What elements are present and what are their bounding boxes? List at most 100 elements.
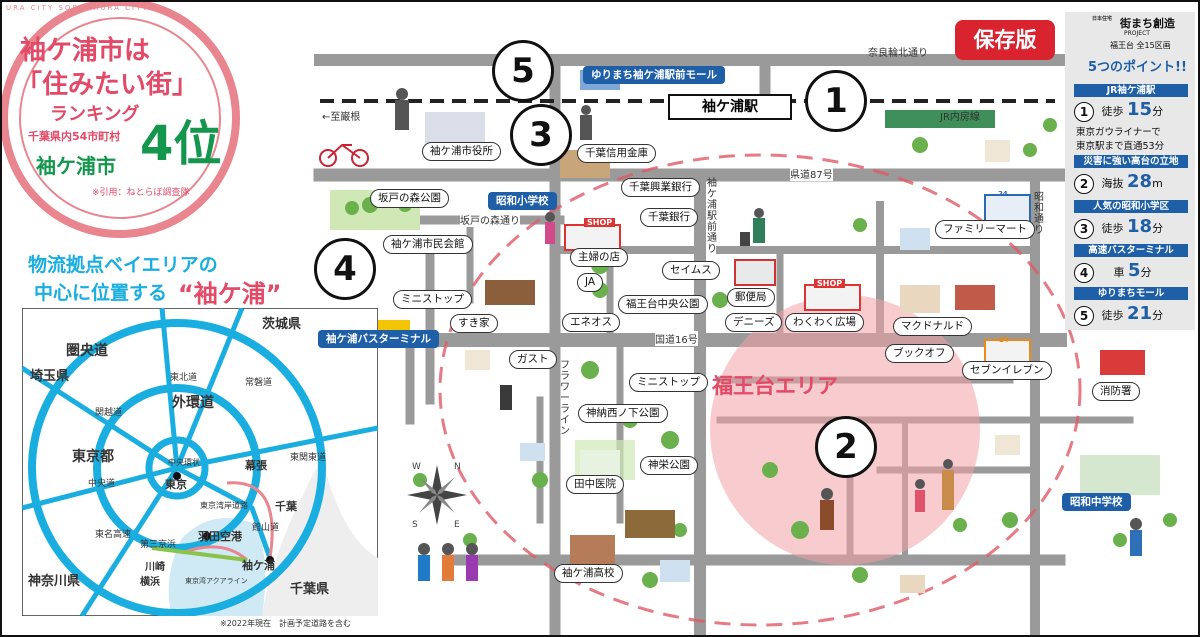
compass-e: E [454,520,460,530]
point-row-5: 5 徒歩 21分 [1074,303,1188,326]
compass-s: S [412,520,418,530]
point-head: 人気の昭和小学区 [1074,200,1188,213]
poi-label[interactable]: 袖ケ浦市民会館 [383,235,473,254]
minimap-label: 東北道 [170,373,198,383]
poi-label[interactable]: 千葉信用金庫 [577,144,656,163]
poi-label[interactable]: エネオス [562,313,620,332]
minimap-label: 埼玉県 [30,369,70,384]
minimap-label: 東京湾岸道路 [200,501,248,510]
project-maker: 日本住宅 [1092,16,1113,22]
minimap-label: 外環道 [172,395,214,411]
poi-label[interactable]: セブンイレブン [962,361,1052,380]
minimap-label: 川崎 [145,562,165,573]
pin-2[interactable]: 2 [815,416,877,478]
minimap-label: 千葉 [275,500,297,513]
poi-label[interactable]: 郵便局 [727,288,775,307]
minimap-label: 中央道 [88,479,116,489]
point-head: 高速バスターミナル [1074,244,1188,257]
poi-label[interactable]: 坂戸の森公園 [370,189,449,208]
poi-label[interactable]: デニーズ [725,313,783,332]
minimap-label: 東関東道 [290,453,327,463]
bus-terminal-label[interactable]: 袖ケ浦バスターミナル [318,330,439,348]
poi-label[interactable]: 千葉銀行 [640,208,698,227]
store-number: 24 [998,190,1008,198]
road-label: JR内房線 [940,112,980,123]
rank-title-1: 袖ケ浦市は [20,36,151,66]
road-label: 袖ケ浦駅前通り [707,178,717,255]
rank-sub: 千葉県内54市町村 [28,130,121,143]
poi-label[interactable]: JA [577,273,604,292]
rank-position: 4位 [140,116,222,172]
poi-label[interactable]: 千葉興業銀行 [621,178,700,197]
project-title: 街まち創造 [1120,17,1175,30]
poi-label[interactable]: ガスト [509,350,557,369]
project-sub: PROJECT [1124,30,1150,37]
poi-label[interactable]: マクドナルド [893,317,972,336]
compass-w: W [412,462,421,472]
minimap-label: 中央環状 [168,458,200,467]
poi-label[interactable]: わくわく広場 [785,313,864,332]
minimap-label: 袖ケ浦 [242,559,275,572]
pin-5[interactable]: 5 [492,40,554,102]
poi-label[interactable]: セイムス [662,261,720,280]
compass-n: N [454,462,461,472]
points-title: 5つのポイント!! [1088,60,1187,75]
poi-label[interactable]: 袖ケ浦市役所 [422,142,501,161]
point-row-4: 4 車 5分 [1074,260,1188,283]
minimap-label: 東京湾アクアライン [185,577,248,585]
minimap-label: 幕張 [245,459,267,472]
minimap-label: 横浜 [140,577,160,588]
point-head: JR袖ケ浦駅 [1074,84,1188,97]
road-label: 昭和通り [1034,192,1044,236]
point-note: 東京ガウライナーで [1076,127,1161,138]
pin-1[interactable]: 1 [805,70,867,132]
point-num: 1 [1074,102,1094,122]
road-label: 県道87号 [790,166,833,181]
point-row-1: 1 徒歩 15分 [1074,99,1188,122]
poi-label[interactable]: 消防署 [1092,382,1140,401]
point-row-2: 2 海抜 28m [1074,171,1188,194]
road-label: 国道16号 [655,331,698,346]
minimap-label: 東京 [165,478,187,491]
shop-sign: SHOP [584,218,616,227]
shop-sign: SHOP [814,279,846,288]
poi-label[interactable]: 神納西ノ下公園 [578,404,668,423]
store-number: 24 [999,336,1009,344]
pin-3[interactable]: 3 [510,104,572,166]
road-label: ←至巌根 [322,112,361,123]
minimap-note: ※2022年現在 計画予定道路を含む [220,619,352,628]
poi-label[interactable]: 袖ケ浦高校 [554,564,623,583]
school-label[interactable]: 昭和小学校 [488,192,557,210]
minimap-label: 館山道 [252,523,280,533]
road-label: フラワーライン [560,360,570,437]
poi-label[interactable]: ブックオフ [885,344,954,363]
road-label: 奈良輪北通り [868,48,928,59]
poi-label[interactable]: すき家 [450,314,498,333]
seal-ring-text: URA CITY SODEGAURA CITY [6,4,149,12]
minimap-label: 茨城県 [262,317,302,332]
region-minimap [22,308,378,616]
pin-4[interactable]: 4 [314,238,376,300]
poi-label[interactable]: ミニストップ [629,373,708,392]
minimap-label: 千葉県 [290,582,330,597]
rank-title-2: 「住みたい街」 [16,70,199,100]
minimap-label: 神奈川県 [28,574,81,589]
project-area: 福王台 全15区画 [1110,41,1171,50]
poi-label[interactable]: 田中医院 [566,475,624,494]
rank-title-3: ランキング [50,104,140,125]
rank-source: ※引用：ねとらぼ調査隊 [92,188,190,198]
poi-label[interactable]: 神栄公園 [640,456,698,475]
rank-city: 袖ケ浦市 [36,154,116,178]
poi-label[interactable]: 主婦の店 [570,248,628,267]
station-label[interactable]: 袖ケ浦駅 [668,94,792,120]
minimap-label: 圏央道 [66,343,108,359]
point-row-3: 3 徒歩 18分 [1074,216,1188,239]
junior-high-label[interactable]: 昭和中学校 [1062,493,1131,511]
poi-label[interactable]: ミニストップ [393,290,472,309]
mall-label[interactable]: ゆりまち袖ケ浦駅前モール [583,66,725,84]
poi-label[interactable]: ファミリーマート [935,220,1035,239]
logistics-line-1: 物流拠点ベイエリアの [28,254,218,276]
area-label: 福王台エリア [712,374,838,398]
poi-label[interactable]: 福王台中央公園 [618,295,708,314]
